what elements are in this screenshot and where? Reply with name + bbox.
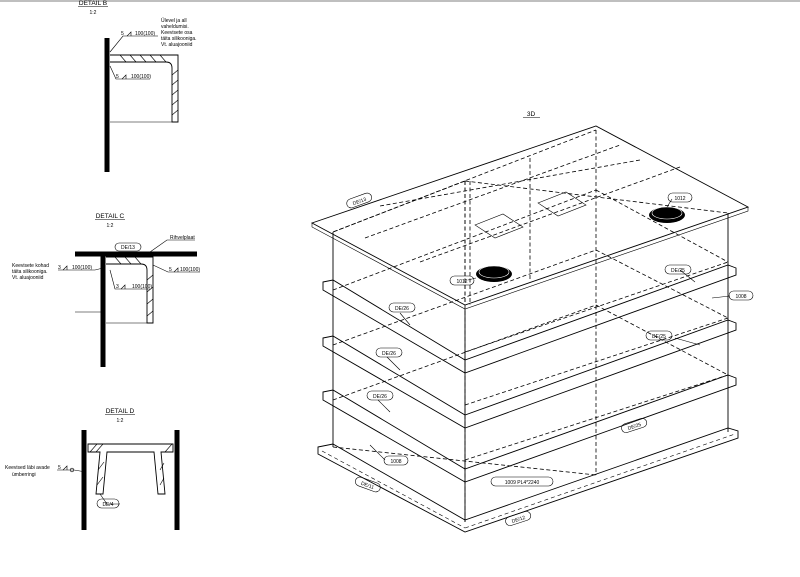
detail-b-weld2: 5 <box>116 74 119 80</box>
detail-b-scale: 1:2 <box>90 10 97 16</box>
detail-c-weld3-size: 100(100) <box>132 284 152 290</box>
hatch-2 <box>537 191 587 217</box>
detail-c-title: DETAIL C <box>96 213 125 220</box>
ribs <box>322 264 737 483</box>
labels: DE/13 1012 1012 DE/25 1008 DE/25 DE/25 D… <box>346 192 754 526</box>
detail-c-note: Keevisete kohad täita silikooniga. Vt. a… <box>12 263 50 281</box>
detail-b-title: DETAIL B <box>79 0 107 7</box>
view-3d: 3D <box>310 111 754 533</box>
label-1009: 1009 PL4*2240 <box>505 480 540 486</box>
detail-b: DETAIL B 1:2 5 100(100) 5 100(100) Üleve… <box>78 0 198 172</box>
view-3d-title: 3D <box>527 111 536 118</box>
label-1012-left: 1012 <box>456 279 467 285</box>
hatch-1 <box>474 213 524 239</box>
label-de11: DE/11 <box>360 481 375 491</box>
detail-c-weld3: 3 <box>116 284 119 290</box>
detail-c-profile <box>106 256 154 324</box>
manhole-2 <box>649 207 685 223</box>
detail-b-weld1: 5 <box>121 31 124 37</box>
detail-c-weld1: 3 <box>58 265 61 271</box>
detail-d-note: Keevised läbi avade ümberringi <box>5 465 51 478</box>
bottom-plate <box>317 427 739 533</box>
detail-d-tag: DE/4 <box>102 502 113 508</box>
detail-d-profile <box>87 443 174 495</box>
label-de25-3: DE/25 <box>627 422 642 432</box>
detail-c-weld2: 5 <box>169 267 172 273</box>
detail-c: DETAIL C 1:2 DE/13 Rihvelplaat 3 100(100… <box>12 213 200 367</box>
detail-c-weld1-size: 100(100) <box>72 265 92 271</box>
label-de26-1: DE/26 <box>395 306 409 312</box>
detail-c-plate-label: Rihvelplaat <box>170 235 195 241</box>
detail-b-weld2-size: 100(100) <box>131 74 151 80</box>
detail-b-profile <box>110 54 179 123</box>
detail-b-weld1-size: 100(100) <box>135 31 155 37</box>
detail-d-title: DETAIL D <box>106 408 135 415</box>
label-1008-bottom: 1008 <box>390 459 401 465</box>
label-de13: DE/13 <box>352 197 367 207</box>
detail-b-note: Ülevel ja all vaheldumisi. Keevisete osa… <box>161 17 198 48</box>
label-de26-2: DE/26 <box>382 351 396 357</box>
detail-d-tag-box <box>96 498 120 509</box>
detail-c-scale: 1:2 <box>107 223 114 229</box>
label-de25-1: DE/25 <box>671 268 685 274</box>
label-de12: DE/12 <box>511 515 526 525</box>
manhole-1 <box>476 266 512 282</box>
label-de26-3: DE/26 <box>373 394 387 400</box>
detail-d: DETAIL D 1:2 5 Keevised läbi avade ümber… <box>5 408 180 530</box>
label-1008-right: 1008 <box>735 294 746 300</box>
detail-d-scale: 1:2 <box>117 418 124 424</box>
detail-c-weld2-size: 100(100) <box>180 267 200 273</box>
hidden-frame <box>332 129 729 522</box>
detail-c-tag: DE/13 <box>121 245 135 251</box>
detail-c-tag-box <box>114 242 142 252</box>
label-de25-2: DE/25 <box>652 334 666 340</box>
detail-d-weld: 5 <box>58 465 61 471</box>
bottom-plate-dashes <box>321 433 736 529</box>
label-1012-top: 1012 <box>674 196 685 202</box>
